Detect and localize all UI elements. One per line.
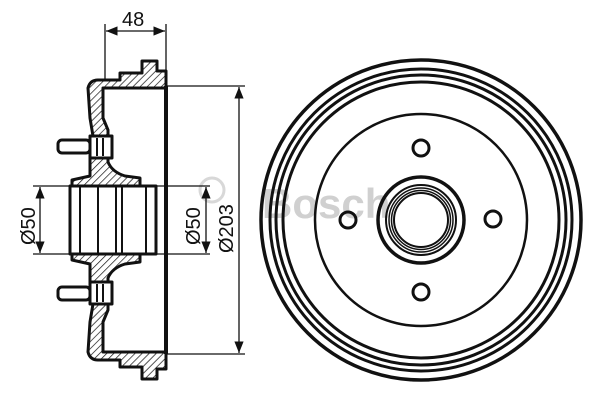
hub-ring [385, 184, 457, 256]
drum-ring-4 [281, 80, 561, 360]
bolt-hole-left [338, 210, 358, 230]
bore-left-label: Ø50 [18, 207, 40, 245]
hub-bore-circle [393, 192, 449, 248]
dimension-drum-diameter: Ø203 [166, 85, 245, 355]
wheel-stud-upper [56, 134, 114, 160]
drum-upper-section [86, 59, 168, 144]
dimension-bore-right: Ø50 [156, 185, 211, 255]
dimension-bore-left: Ø50 [18, 185, 72, 255]
mounting-face [313, 112, 529, 328]
wheel-stud-lower [56, 280, 114, 306]
drum-ring-2 [268, 67, 574, 373]
hub-bore [68, 184, 158, 256]
drum-lower-section [86, 296, 168, 381]
section-view [56, 59, 168, 381]
drum-outer-ring [259, 58, 583, 382]
front-view [259, 58, 583, 382]
bolt-hole-bottom [411, 282, 431, 302]
drum-diameter-label: Ø203 [216, 204, 238, 253]
bore-right-label: Ø50 [183, 207, 205, 245]
bolt-hole-top [411, 138, 431, 158]
hub-outer [376, 175, 466, 265]
drum-ring-3 [274, 73, 568, 367]
bolt-hole-right [483, 209, 503, 229]
width-label: 48 [122, 9, 144, 31]
dimension-width: 48 [104, 9, 167, 80]
